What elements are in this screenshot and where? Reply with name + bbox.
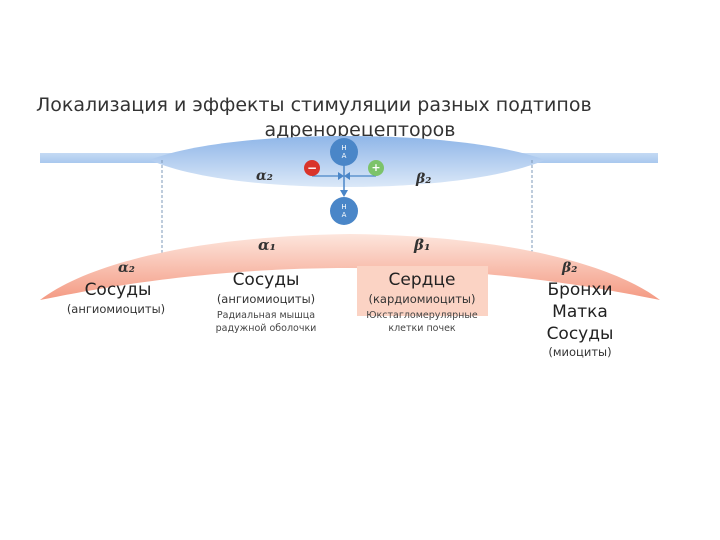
right-receptor-beta2: β₂ bbox=[562, 260, 577, 276]
center-right-organ: Сердце bbox=[362, 270, 482, 290]
right-cells: (миоциты) bbox=[520, 345, 640, 359]
center-right-extra-2: клетки почек bbox=[362, 323, 482, 335]
center-left-extra-1: Радиальная мышца bbox=[206, 310, 326, 322]
left-organ: Сосуды bbox=[58, 280, 178, 300]
right-organ-2: Матка bbox=[520, 302, 640, 322]
right-organ-3: Сосуды bbox=[520, 324, 640, 344]
na-label-top: Н А bbox=[334, 144, 354, 160]
left-cells: (ангиомиоциты) bbox=[56, 302, 176, 316]
postsynaptic-receptor-beta1: β₁ bbox=[414, 236, 431, 254]
center-left-organ: Сосуды bbox=[206, 270, 326, 290]
right-organ-1: Бронхи bbox=[520, 280, 640, 300]
na-label-bottom: Н А bbox=[334, 203, 354, 219]
plus-sign: + bbox=[368, 160, 384, 176]
arrow-down-head bbox=[340, 190, 348, 197]
center-right-extra-1: Юкстагломерулярные bbox=[362, 310, 482, 322]
postsynaptic-receptor-alpha1: α₁ bbox=[258, 236, 276, 254]
presynaptic-receptor-beta2: β₂ bbox=[416, 171, 431, 187]
presynaptic-receptor-alpha2: α₂ bbox=[256, 168, 273, 184]
center-left-extra-2: радужной оболочки bbox=[206, 323, 326, 335]
left-receptor-alpha2: α₂ bbox=[118, 260, 135, 276]
center-left-cells: (ангиомиоциты) bbox=[206, 292, 326, 306]
center-right-cells: (кардиомиоциты) bbox=[362, 292, 482, 306]
minus-sign: − bbox=[304, 160, 320, 176]
